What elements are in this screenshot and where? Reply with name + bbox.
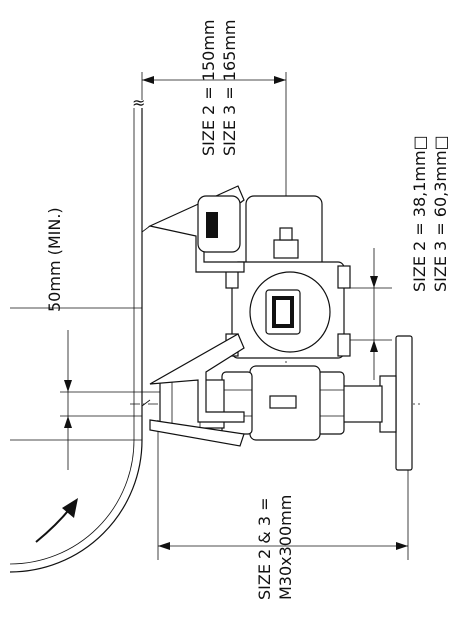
handle-cable-bottom [141, 399, 151, 407]
top-knob [273, 239, 299, 259]
stem-label-line2: M30x300mm [276, 495, 295, 600]
clearance-arrow-bottom [64, 416, 72, 428]
rotation-arc-inner [9, 332, 135, 565]
square-size3-label: SIZE 3 = 60,3mm□ [431, 135, 450, 292]
hex-nut-left [221, 371, 253, 435]
stem-arrow-left [158, 542, 170, 550]
clearance-label: 50mm (MIN.) [45, 207, 64, 312]
top-knob-cap [279, 227, 293, 241]
bolt-bottom-right [337, 333, 351, 357]
valve-body-label [269, 395, 297, 409]
stem-arrow-right [396, 542, 408, 550]
length-arrow-left [142, 76, 154, 84]
rotation-arrow-head [62, 498, 78, 518]
stem-pipe [339, 385, 383, 423]
square-size2-label: SIZE 2 = 38,1mm□ [410, 135, 429, 292]
stem-label-line1: SIZE 2 & 3 = [255, 497, 274, 600]
handle-top-grip [197, 195, 241, 253]
handle-cable-top [141, 225, 151, 233]
handle-bottom [149, 333, 245, 423]
length-size3-label: SIZE 3 = 165mm [220, 20, 239, 157]
rotation-arc [9, 332, 143, 573]
clearance-arrow-top [64, 380, 72, 392]
handle-bottom-lower [149, 419, 245, 447]
length-size2-label: SIZE 2 = 150mm [199, 20, 218, 157]
flange [395, 335, 413, 471]
indicator-plate-inner [276, 300, 290, 324]
square-arrow-bottom [370, 340, 378, 352]
handle-top-grip-inner [206, 212, 218, 238]
square-arrow-top [370, 276, 378, 288]
break-mark: ≈ [132, 93, 145, 112]
length-arrow-right [274, 76, 286, 84]
bolt-top-right [337, 265, 351, 289]
